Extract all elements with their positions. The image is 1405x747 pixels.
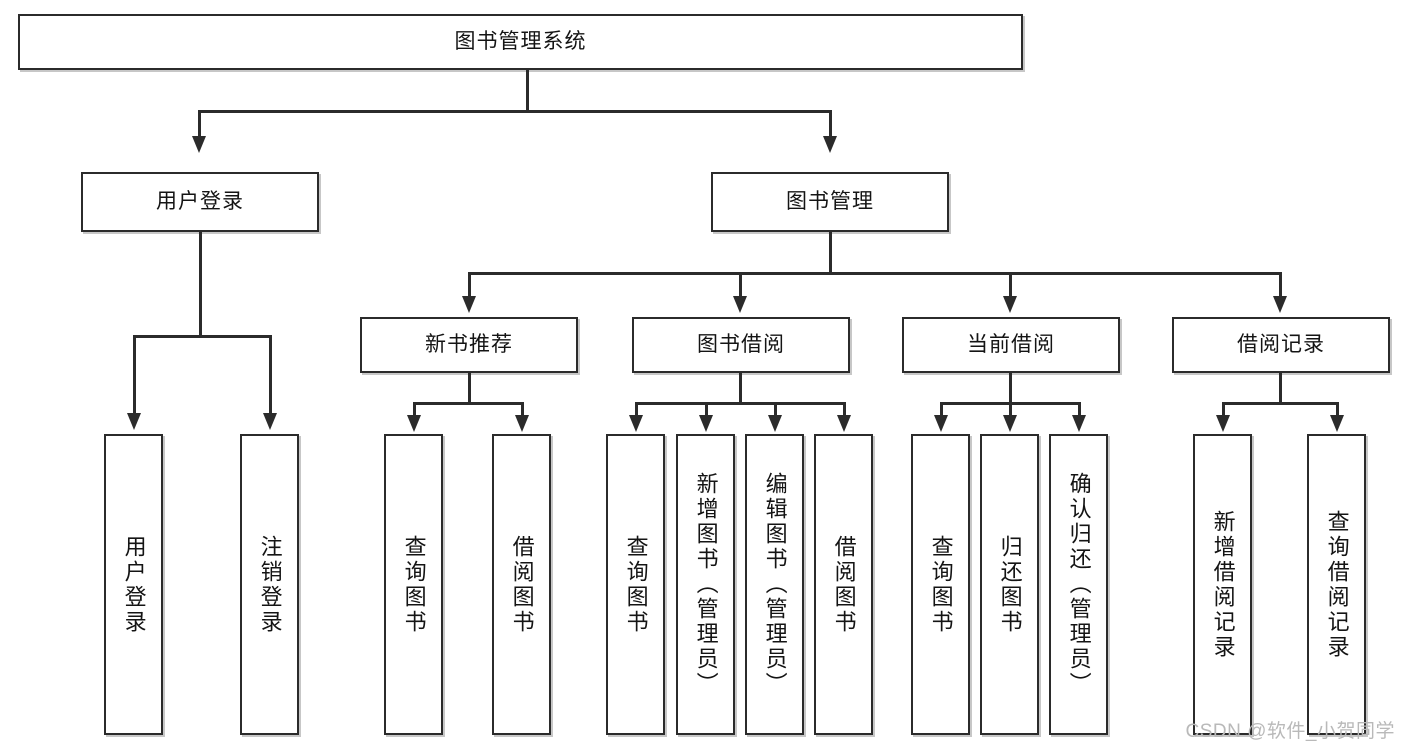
node-leaf-confirm-return[interactable]: 确认归还（管理员） bbox=[1049, 434, 1108, 735]
edge-book-manage-bus bbox=[468, 272, 1280, 275]
edge-borrow-record-drop-2 bbox=[1336, 402, 1339, 417]
node-leaf-user-login-label: 用户登录 bbox=[121, 534, 147, 635]
edge-book-borrow-stem bbox=[739, 373, 742, 402]
node-leaf-logout-label: 注销登录 bbox=[257, 534, 283, 635]
node-leaf-add-record[interactable]: 新增借阅记录 bbox=[1193, 434, 1252, 735]
arrow-book-borrow-to-add-book bbox=[699, 415, 713, 432]
arrow-current-borrow-to-confirm-return bbox=[1072, 415, 1086, 432]
edge-user-login-stem bbox=[199, 232, 202, 335]
edge-book-manage-stem bbox=[829, 232, 832, 272]
arrow-user-login-to-leaf-user-login bbox=[127, 413, 141, 430]
node-leaf-user-login[interactable]: 用户登录 bbox=[104, 434, 163, 735]
node-root-label: 图书管理系统 bbox=[454, 29, 587, 53]
edge-book-borrow-drop-1 bbox=[635, 402, 638, 417]
arrow-book-manage-to-borrow-record bbox=[1273, 296, 1287, 313]
node-leaf-add-book-label: 新增图书（管理员） bbox=[693, 472, 719, 697]
node-new-book-rec-label: 新书推荐 bbox=[425, 332, 513, 356]
arrow-new-book-rec-to-borrow-book bbox=[515, 415, 529, 432]
node-leaf-query-book-3[interactable]: 查询图书 bbox=[911, 434, 970, 735]
arrow-root-to-book-manage bbox=[823, 136, 837, 153]
edge-book-manage-drop-3 bbox=[1009, 272, 1012, 298]
node-leaf-return-book-label: 归还图书 bbox=[997, 534, 1023, 635]
edge-book-borrow-drop-3 bbox=[774, 402, 777, 417]
arrow-book-manage-to-book-borrow bbox=[733, 296, 747, 313]
edge-root-stem bbox=[526, 70, 529, 112]
edge-user-login-drop-1 bbox=[133, 335, 136, 415]
node-leaf-confirm-return-label: 确认归还（管理员） bbox=[1066, 472, 1092, 697]
edge-book-manage-drop-1 bbox=[468, 272, 471, 298]
edge-borrow-record-bus bbox=[1222, 402, 1339, 405]
arrow-root-to-user-login bbox=[192, 136, 206, 153]
edge-root-bus bbox=[198, 110, 830, 113]
edge-book-borrow-bus bbox=[635, 402, 844, 405]
edge-user-login-bus bbox=[133, 335, 269, 338]
arrow-book-borrow-to-query-book bbox=[629, 415, 643, 432]
edge-new-book-rec-drop-1 bbox=[413, 402, 416, 417]
arrow-book-manage-to-new-book-rec bbox=[462, 296, 476, 313]
node-leaf-add-record-label: 新增借阅记录 bbox=[1210, 509, 1236, 660]
arrow-book-borrow-to-edit-book bbox=[768, 415, 782, 432]
node-user-login-label: 用户登录 bbox=[156, 189, 244, 213]
node-book-borrow-label: 图书借阅 bbox=[697, 332, 785, 356]
edge-book-borrow-drop-2 bbox=[705, 402, 708, 417]
node-leaf-query-record-label: 查询借阅记录 bbox=[1324, 509, 1350, 660]
node-book-manage[interactable]: 图书管理 bbox=[711, 172, 949, 232]
arrow-current-borrow-to-return-book bbox=[1003, 415, 1017, 432]
edge-current-borrow-drop-1 bbox=[940, 402, 943, 417]
arrow-borrow-record-to-query-record bbox=[1330, 415, 1344, 432]
edge-root-drop-book-manage bbox=[829, 110, 832, 138]
arrow-borrow-record-to-add-record bbox=[1216, 415, 1230, 432]
node-borrow-record[interactable]: 借阅记录 bbox=[1172, 317, 1390, 373]
node-book-borrow[interactable]: 图书借阅 bbox=[632, 317, 850, 373]
edge-current-borrow-drop-3 bbox=[1078, 402, 1081, 417]
node-current-borrow[interactable]: 当前借阅 bbox=[902, 317, 1120, 373]
edge-new-book-rec-stem bbox=[468, 373, 471, 402]
node-leaf-query-book-1-label: 查询图书 bbox=[401, 534, 427, 635]
node-leaf-borrow-book-1[interactable]: 借阅图书 bbox=[492, 434, 551, 735]
node-leaf-query-book-2-label: 查询图书 bbox=[623, 534, 649, 635]
edge-user-login-drop-2 bbox=[269, 335, 272, 415]
node-leaf-edit-book[interactable]: 编辑图书（管理员） bbox=[745, 434, 804, 735]
node-leaf-add-book[interactable]: 新增图书（管理员） bbox=[676, 434, 735, 735]
node-leaf-query-book-3-label: 查询图书 bbox=[928, 534, 954, 635]
edge-new-book-rec-bus bbox=[413, 402, 524, 405]
edge-book-manage-drop-4 bbox=[1279, 272, 1282, 298]
arrow-new-book-rec-to-query-book bbox=[407, 415, 421, 432]
node-leaf-logout[interactable]: 注销登录 bbox=[240, 434, 299, 735]
edge-current-borrow-stem bbox=[1009, 373, 1012, 402]
arrow-current-borrow-to-query-book bbox=[934, 415, 948, 432]
arrow-book-borrow-to-borrow-book bbox=[837, 415, 851, 432]
edge-borrow-record-stem bbox=[1279, 373, 1282, 402]
node-leaf-query-record[interactable]: 查询借阅记录 bbox=[1307, 434, 1366, 735]
node-leaf-edit-book-label: 编辑图书（管理员） bbox=[762, 472, 788, 697]
node-book-manage-label: 图书管理 bbox=[786, 189, 874, 213]
edge-borrow-record-drop-1 bbox=[1222, 402, 1225, 417]
edge-root-drop-user-login bbox=[198, 110, 201, 138]
edge-current-borrow-drop-2 bbox=[1009, 402, 1012, 417]
edge-book-manage-drop-2 bbox=[739, 272, 742, 298]
node-leaf-query-book-2[interactable]: 查询图书 bbox=[606, 434, 665, 735]
node-leaf-borrow-book-2-label: 借阅图书 bbox=[831, 534, 857, 635]
arrow-book-manage-to-current-borrow bbox=[1003, 296, 1017, 313]
node-new-book-rec[interactable]: 新书推荐 bbox=[360, 317, 578, 373]
node-current-borrow-label: 当前借阅 bbox=[967, 332, 1055, 356]
node-root[interactable]: 图书管理系统 bbox=[18, 14, 1023, 70]
node-leaf-borrow-book-1-label: 借阅图书 bbox=[509, 534, 535, 635]
edge-new-book-rec-drop-2 bbox=[521, 402, 524, 417]
node-leaf-return-book[interactable]: 归还图书 bbox=[980, 434, 1039, 735]
node-user-login[interactable]: 用户登录 bbox=[81, 172, 319, 232]
arrow-user-login-to-leaf-logout bbox=[263, 413, 277, 430]
node-leaf-borrow-book-2[interactable]: 借阅图书 bbox=[814, 434, 873, 735]
edge-book-borrow-drop-4 bbox=[843, 402, 846, 417]
node-leaf-query-book-1[interactable]: 查询图书 bbox=[384, 434, 443, 735]
node-borrow-record-label: 借阅记录 bbox=[1237, 332, 1325, 356]
